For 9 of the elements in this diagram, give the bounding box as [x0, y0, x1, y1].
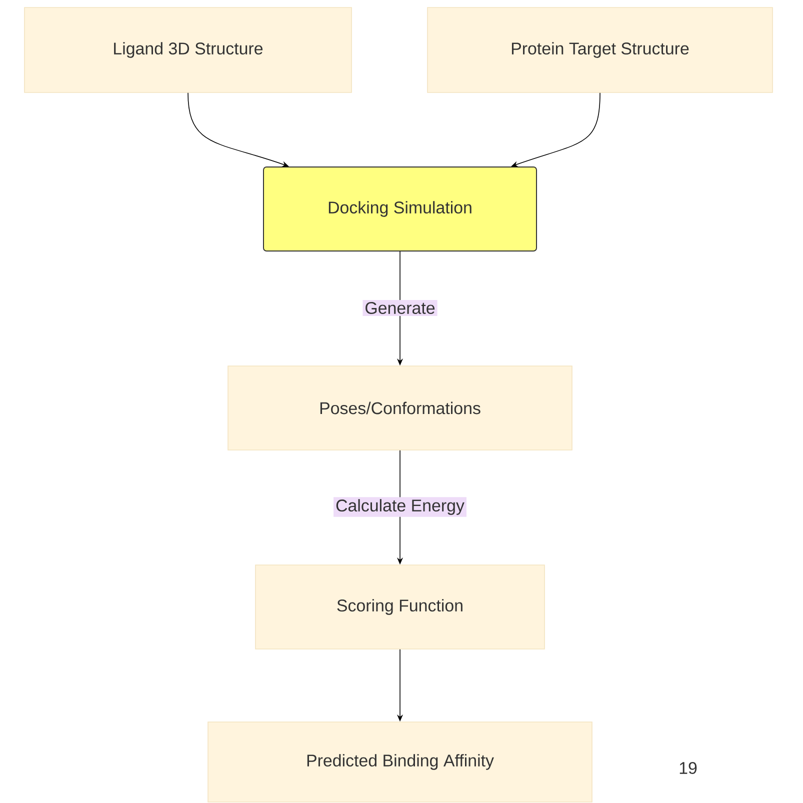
- process-box: Scoring Function: [255, 564, 545, 650]
- page-number: 19: [680, 762, 697, 774]
- process-box: Ligand 3D Structure: [24, 7, 352, 93]
- process-box: Predicted Binding Affinity: [208, 722, 592, 802]
- edge-label: Generate: [362, 300, 438, 316]
- process-box: Protein Target Structure: [427, 7, 773, 93]
- highlighted-process-box: Docking Simulation: [263, 166, 537, 252]
- edge-label: Calculate Energy: [334, 497, 466, 517]
- process-box: Poses/Conformations: [228, 366, 572, 450]
